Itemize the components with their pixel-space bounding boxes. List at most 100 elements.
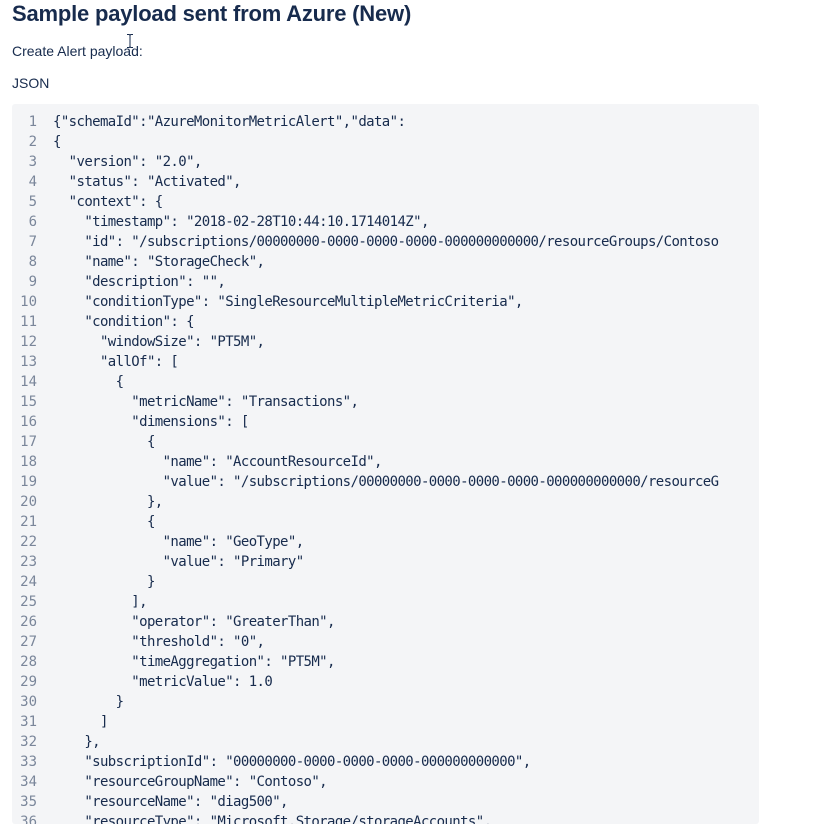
line-number: 17	[20, 434, 37, 450]
code-line: 28 "timeAggregation": "PT5M",	[12, 652, 718, 672]
line-number: 8	[28, 254, 37, 270]
code-line: 36 "resourceType": "Microsoft.Storage/st…	[12, 812, 718, 824]
intro-text: Create Alert payload:	[12, 43, 143, 59]
code-line: 6 "timestamp": "2018-02-28T10:44:10.1714…	[12, 212, 718, 232]
code-line: 2{	[12, 132, 718, 152]
code-line: 30 }	[12, 692, 718, 712]
line-text: "dimensions": [	[53, 414, 249, 430]
code-line: 18 "name": "AccountResourceId",	[12, 452, 718, 472]
code-line: 33 "subscriptionId": "00000000-0000-0000…	[12, 752, 718, 772]
line-number: 22	[20, 534, 37, 550]
line-number: 19	[20, 474, 37, 490]
line-text: {	[53, 374, 124, 390]
line-number: 29	[20, 674, 37, 690]
line-number: 1	[28, 114, 37, 130]
line-text: "description": "",	[53, 274, 226, 290]
code-line: 4 "status": "Activated",	[12, 172, 718, 192]
line-number: 13	[20, 354, 37, 370]
code-line: 31 ]	[12, 712, 718, 732]
code-line: 8 "name": "StorageCheck",	[12, 252, 718, 272]
line-number: 7	[28, 234, 37, 250]
line-number: 3	[28, 154, 37, 170]
line-text: {	[53, 514, 155, 530]
line-number: 35	[20, 794, 37, 810]
line-text: "resourceName": "diag500",	[53, 794, 288, 810]
line-text: "timeAggregation": "PT5M",	[53, 654, 335, 670]
code-line: 34 "resourceGroupName": "Contoso",	[12, 772, 718, 792]
line-number: 11	[20, 314, 37, 330]
code-line: 26 "operator": "GreaterThan",	[12, 612, 718, 632]
line-text: "context": {	[53, 194, 164, 210]
line-number: 24	[20, 574, 37, 590]
code-line: 16 "dimensions": [	[12, 412, 718, 432]
line-text: "timestamp": "2018-02-28T10:44:10.171401…	[53, 214, 429, 230]
code-line: 22 "name": "GeoType",	[12, 532, 718, 552]
line-number: 9	[28, 274, 37, 290]
line-text: "threshold": "0",	[53, 634, 265, 650]
line-text: "id": "/subscriptions/00000000-0000-0000…	[53, 234, 719, 250]
line-text: },	[53, 734, 100, 750]
code-line: 17 {	[12, 432, 718, 452]
line-number: 14	[20, 374, 37, 390]
line-text: "resourceType": "Microsoft.Storage/stora…	[53, 814, 492, 824]
line-text: "metricValue": 1.0	[53, 674, 273, 690]
line-text: "value": "/subscriptions/00000000-0000-0…	[53, 474, 719, 490]
code-line: 12 "windowSize": "PT5M",	[12, 332, 718, 352]
line-number: 31	[20, 714, 37, 730]
line-text: "metricName": "Transactions",	[53, 394, 359, 410]
code-line: 9 "description": "",	[12, 272, 718, 292]
line-number: 32	[20, 734, 37, 750]
line-text: ]	[53, 714, 108, 730]
line-text: }	[53, 574, 155, 590]
code-line: 24 }	[12, 572, 718, 592]
line-number: 21	[20, 514, 37, 530]
line-text: "subscriptionId": "00000000-0000-0000-00…	[53, 754, 531, 770]
line-text: },	[53, 494, 163, 510]
line-text: "allOf": [	[53, 354, 179, 370]
code-line: 13 "allOf": [	[12, 352, 718, 372]
code-language-label: JSON	[12, 75, 50, 91]
code-line: 29 "metricValue": 1.0	[12, 672, 718, 692]
line-number: 20	[20, 494, 37, 510]
line-text: {	[53, 434, 155, 450]
line-number: 4	[28, 174, 37, 190]
line-text: "status": "Activated",	[53, 174, 242, 190]
line-text: "name": "StorageCheck",	[53, 254, 265, 270]
page-title: Sample payload sent from Azure (New)	[12, 1, 412, 26]
code-line: 21 {	[12, 512, 718, 532]
line-number: 18	[20, 454, 37, 470]
code-line: 15 "metricName": "Transactions",	[12, 392, 718, 412]
line-number: 33	[20, 754, 37, 770]
code-line: 20 },	[12, 492, 718, 512]
code-line: 35 "resourceName": "diag500",	[12, 792, 718, 812]
line-text: "value": "Primary"	[53, 554, 305, 570]
code-lines: 1 {"schemaId":"AzureMonitorMetricAlert","…	[12, 112, 719, 824]
code-line: 19 "value": "/subscriptions/00000000-000…	[12, 472, 719, 492]
line-number: 12	[20, 334, 37, 350]
line-text: "name": "AccountResourceId",	[53, 454, 383, 470]
line-number: 26	[20, 614, 37, 630]
line-text: "windowSize": "PT5M",	[53, 334, 265, 350]
code-line: 23 "value": "Primary"	[12, 552, 718, 572]
code-block[interactable]: 1 {"schemaId":"AzureMonitorMetricAlert","…	[12, 104, 759, 824]
line-number: 23	[20, 554, 37, 570]
line-text: ],	[53, 594, 147, 610]
line-number: 30	[20, 694, 37, 710]
line-text: "name": "GeoType",	[53, 534, 305, 550]
code-line: 3 "version": "2.0",	[12, 152, 718, 172]
line-text: "conditionType": "SingleResourceMultiple…	[53, 294, 523, 310]
line-number: 15	[20, 394, 37, 410]
line-number: 34	[20, 774, 37, 790]
line-text: {	[53, 134, 61, 150]
line-number: 6	[28, 214, 37, 230]
text-cursor-icon	[127, 34, 133, 48]
code-line: 1 {"schemaId":"AzureMonitorMetricAlert","…	[12, 112, 718, 132]
line-text: {"schemaId":"AzureMonitorMetricAlert","d…	[53, 114, 406, 130]
line-number: 28	[20, 654, 37, 670]
code-line: 32 },	[12, 732, 718, 752]
code-line: 7 "id": "/subscriptions/00000000-0000-00…	[12, 232, 719, 252]
code-line: 11 "condition": {	[12, 312, 718, 332]
line-text: }	[53, 694, 124, 710]
code-line: 25 ],	[12, 592, 718, 612]
code-line: 10 "conditionType": "SingleResourceMulti…	[12, 292, 718, 312]
